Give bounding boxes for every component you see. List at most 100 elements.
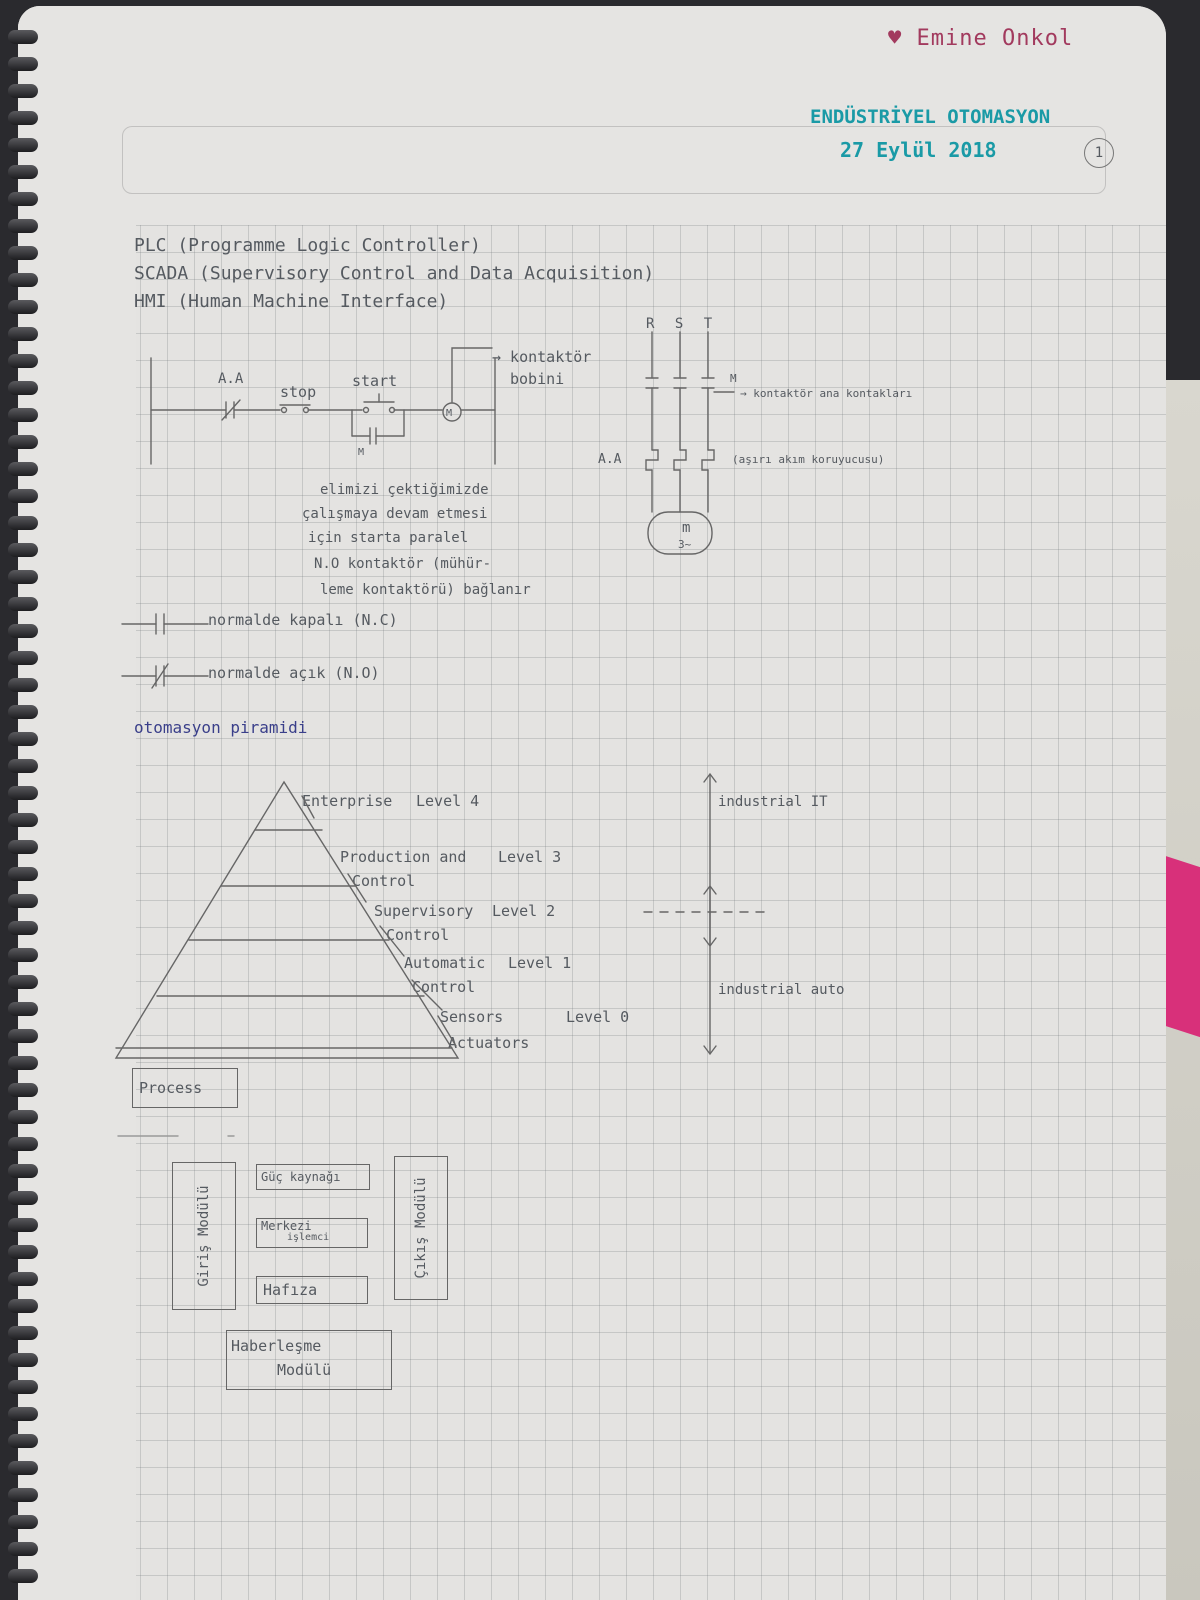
spiral-ring	[8, 84, 38, 98]
power-overload-note: (aşırı akım koruyucusu)	[732, 453, 885, 466]
spiral-ring	[8, 1056, 38, 1070]
spiral-ring	[8, 1083, 38, 1097]
industrial-it-label: industrial IT	[718, 794, 828, 810]
spiral-ring	[8, 192, 38, 206]
spiral-ring	[8, 1110, 38, 1124]
course-title: ENDÜSTRİYEL OTOMASYON	[810, 106, 1051, 128]
input-module-box: Giriş Modülü	[172, 1162, 236, 1310]
spiral-ring	[8, 1434, 38, 1448]
spiral-ring	[8, 867, 38, 881]
ladder-note-1: elimizi çektiğimizde	[320, 482, 489, 498]
spiral-ring	[8, 1353, 38, 1367]
spiral-ring	[8, 1272, 38, 1286]
spiral-ring	[8, 1029, 38, 1043]
spiral-ring	[8, 30, 38, 44]
pyramid-level-3-tag: Level 3	[498, 848, 562, 866]
pyramid-level-1-name-2: Control	[412, 978, 476, 996]
spiral-ring	[8, 408, 38, 422]
start-contact-symbol	[362, 393, 396, 414]
communication-label-1: Haberleşme	[231, 1337, 322, 1355]
spiral-ring	[8, 840, 38, 854]
spiral-ring	[8, 381, 38, 395]
ladder-coil-note-2: bobini	[510, 370, 565, 388]
date-label: 27 Eylül 2018	[840, 138, 997, 162]
pyramid-level-2-name-2: Control	[386, 926, 450, 944]
hand-drawn-diagrams	[114, 331, 767, 1137]
motor-label-1: m	[682, 520, 691, 536]
ladder-note-5: leme kontaktörü) bağlanır	[320, 582, 531, 598]
spiral-ring	[8, 111, 38, 125]
spiral-ring	[8, 624, 38, 638]
page-number: 1	[1084, 138, 1114, 168]
ladder-note-4: N.O kontaktör (mühür-	[314, 556, 492, 572]
definition-scada: SCADA (Supervisory Control and Data Acqu…	[134, 263, 655, 284]
definition-hmi: HMI (Human Machine Interface)	[134, 291, 449, 312]
pyramid-title: otomasyon piramidi	[134, 718, 308, 737]
pyramid-level-4-tag: Level 4	[416, 792, 480, 810]
cpu-label-2: işlemci	[287, 1232, 330, 1243]
spiral-ring	[8, 651, 38, 665]
ladder-note-2: çalışmaya devam etmesi	[302, 506, 488, 522]
spiral-ring	[8, 165, 38, 179]
power-contact-label: M	[730, 372, 737, 385]
spiral-ring	[8, 786, 38, 800]
spiral-ring	[8, 705, 38, 719]
communication-module-box: Haberleşme Modülü	[226, 1330, 392, 1390]
spiral-ring	[8, 57, 38, 71]
pyramid-level-3-name: Production and	[340, 848, 467, 866]
spiral-ring	[8, 1407, 38, 1421]
spiral-ring	[8, 1191, 38, 1205]
ladder-coil-label: M	[446, 408, 453, 419]
motor-symbol	[647, 511, 713, 555]
pyramid-level-0-tag: Level 0	[566, 1008, 630, 1026]
spiral-ring	[8, 219, 38, 233]
spiral-ring	[8, 543, 38, 557]
pyramid-level-1-name: Automatic	[404, 954, 486, 972]
no-symbol	[121, 663, 209, 689]
seal-in-branch	[351, 409, 405, 445]
spiral-ring	[8, 300, 38, 314]
spiral-ring	[8, 1461, 38, 1475]
nc-symbol	[121, 613, 209, 635]
spiral-ring	[8, 138, 38, 152]
spiral-ring	[8, 435, 38, 449]
spiral-ring	[8, 813, 38, 827]
power-overload-label: A.A	[598, 452, 622, 467]
pyramid-level-0-name-2: Actuators	[448, 1034, 530, 1052]
output-module-box: Çıkış Modülü	[394, 1156, 448, 1300]
pyramid-level-3-name-2: Control	[352, 872, 416, 890]
power-contact-note: → kontaktör ana kontakları	[740, 387, 913, 400]
stop-contact-symbol	[279, 404, 311, 414]
spiral-ring	[8, 1569, 38, 1583]
communication-label-2: Modülü	[277, 1361, 332, 1379]
spiral-ring	[8, 327, 38, 341]
spiral-ring	[8, 1326, 38, 1340]
pyramid-label-slants	[301, 795, 457, 1047]
motor-label-2: 3~	[678, 538, 692, 551]
ladder-aa-label: A.A	[218, 371, 244, 387]
spiral-binding	[0, 20, 42, 1600]
memory-box: Hafıza	[256, 1276, 368, 1304]
spiral-ring	[8, 1164, 38, 1178]
ladder-seal-label: M	[358, 447, 365, 458]
power-lines	[645, 331, 715, 513]
spiral-ring	[8, 570, 38, 584]
spiral-ring	[8, 678, 38, 692]
spiral-ring	[8, 1542, 38, 1556]
ladder-note-3: için starta paralel	[308, 530, 469, 546]
process-box: Process	[132, 1068, 238, 1108]
spiral-ring	[8, 894, 38, 908]
cpu-label-1: Merkezi	[261, 1219, 312, 1233]
spiral-ring	[8, 1002, 38, 1016]
ladder-start-label: start	[352, 372, 398, 390]
coil-arrow	[451, 347, 493, 403]
legend-nc: normalde kapalı (N.C)	[208, 611, 398, 629]
pyramid-outline	[114, 780, 460, 1059]
spiral-ring	[8, 1218, 38, 1232]
spiral-ring	[8, 1137, 38, 1151]
ladder-stop-label: stop	[280, 383, 317, 401]
industrial-auto-label: industrial auto	[718, 982, 845, 998]
pyramid-level-4-name: Enterprise	[302, 792, 393, 810]
cpu-box: Merkezi işlemci	[256, 1218, 368, 1248]
power-supply-box: Güç kaynağı	[256, 1164, 370, 1190]
